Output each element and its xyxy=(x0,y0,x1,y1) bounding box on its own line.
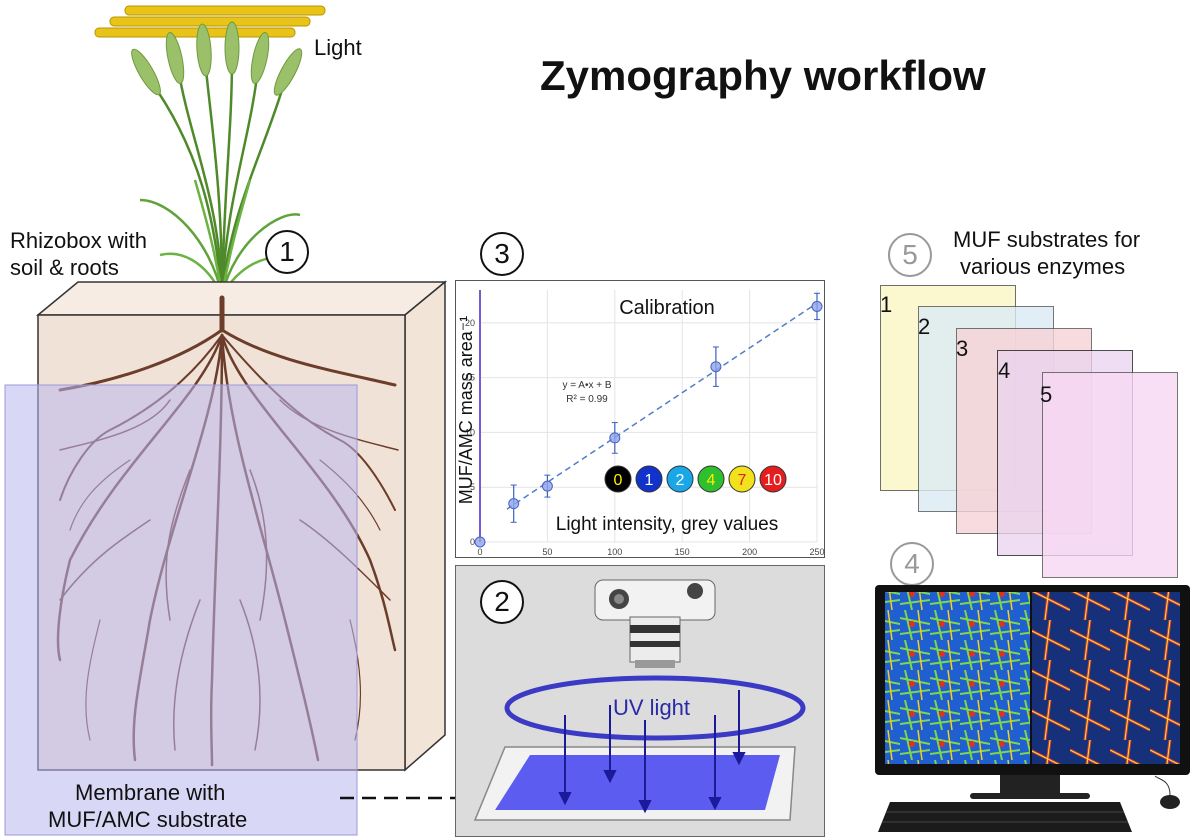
data-point xyxy=(474,536,486,548)
step-2-marker: 2 xyxy=(480,580,524,624)
substrate-sheet-5 xyxy=(1042,372,1178,578)
rhizobox-top xyxy=(35,281,448,316)
scale-badge-label: 1 xyxy=(645,472,654,489)
muf-label-line2: various enzymes xyxy=(960,254,1126,279)
keyboard-icon xyxy=(878,802,1132,832)
scale-badge xyxy=(697,465,725,493)
y-tick-label: 0 xyxy=(470,537,475,547)
uv-rays xyxy=(558,690,746,814)
scale-badge-label: 4 xyxy=(707,472,716,489)
camera-icon xyxy=(594,579,716,668)
chart-title: Calibration xyxy=(619,297,715,319)
x-tick-label: 200 xyxy=(742,547,757,557)
y-axis-label: MUF/AMC mass area⁻¹ xyxy=(456,316,476,505)
wheat-ears xyxy=(131,21,303,96)
scale-badge-label: 7 xyxy=(738,472,747,489)
uv-ring xyxy=(504,675,806,741)
scale-badge xyxy=(759,465,787,493)
rhizobox-label-line1: Rhizobox with xyxy=(10,228,147,253)
x-tick-label: 250 xyxy=(809,547,824,557)
data-point xyxy=(609,432,621,444)
scale-badge xyxy=(666,465,694,493)
zymogram-right xyxy=(1032,592,1180,764)
zymogram-left xyxy=(885,592,1030,764)
membrane-label-line2: MUF/AMC substrate xyxy=(48,807,248,832)
scale-badge xyxy=(728,465,756,493)
fit-r-squared: R² = 0.99 xyxy=(566,394,608,405)
rhizobox-illustration xyxy=(4,5,470,836)
x-tick-label: 100 xyxy=(607,547,622,557)
scale-badge-label: 0 xyxy=(614,472,623,489)
rhizobox-side xyxy=(404,280,446,772)
x-tick-label: 50 xyxy=(542,547,552,557)
computer-monitor xyxy=(875,585,1190,832)
fit-equation: y = A•x + B xyxy=(562,380,611,391)
scale-badge-label: 10 xyxy=(764,472,782,489)
scale-badge-label: 2 xyxy=(676,472,685,489)
y-tick-label: 15 xyxy=(465,373,475,383)
membrane-sheet xyxy=(4,384,358,836)
monitor-stand xyxy=(1000,775,1060,795)
x-axis-label: Light intensity, grey values xyxy=(556,514,779,535)
rhizobox-label-line2: soil & roots xyxy=(10,255,119,280)
y-tick-label: 20 xyxy=(465,318,475,328)
lamp-icon xyxy=(94,5,326,38)
sheet-number-4: 4 xyxy=(998,358,1011,383)
step-1-marker: 1 xyxy=(265,230,309,274)
data-point xyxy=(710,361,722,373)
muf-label-line1: MUF substrates for xyxy=(953,227,1141,252)
x-tick-label: 150 xyxy=(675,547,690,557)
sheet-number-1: 1 xyxy=(880,292,893,317)
sheet-number-2: 2 xyxy=(918,314,931,339)
light-label: Light xyxy=(314,35,362,60)
data-point xyxy=(541,480,553,492)
x-tick-label: 0 xyxy=(477,547,482,557)
sheet-number-3: 3 xyxy=(956,336,969,361)
data-point xyxy=(811,300,823,312)
step-3-marker: 3 xyxy=(480,232,524,276)
scale-badge xyxy=(635,465,663,493)
y-tick-label: 10 xyxy=(465,427,475,437)
step-5-marker: 5 xyxy=(888,233,932,277)
scale-badge xyxy=(604,465,632,493)
membrane-label-line1: Membrane with xyxy=(75,780,226,805)
uv-light-label: UV light xyxy=(613,695,691,720)
imaging-setup xyxy=(455,565,825,837)
y-tick-label: 5 xyxy=(470,482,475,492)
uv-membrane xyxy=(495,755,780,810)
diagram-title: Zymography workflow xyxy=(540,52,986,99)
mouse-icon xyxy=(1160,795,1180,809)
fit-line xyxy=(506,302,818,510)
data-point xyxy=(508,498,520,510)
sheet-number-5: 5 xyxy=(1040,382,1053,407)
chart-frame xyxy=(455,280,825,558)
